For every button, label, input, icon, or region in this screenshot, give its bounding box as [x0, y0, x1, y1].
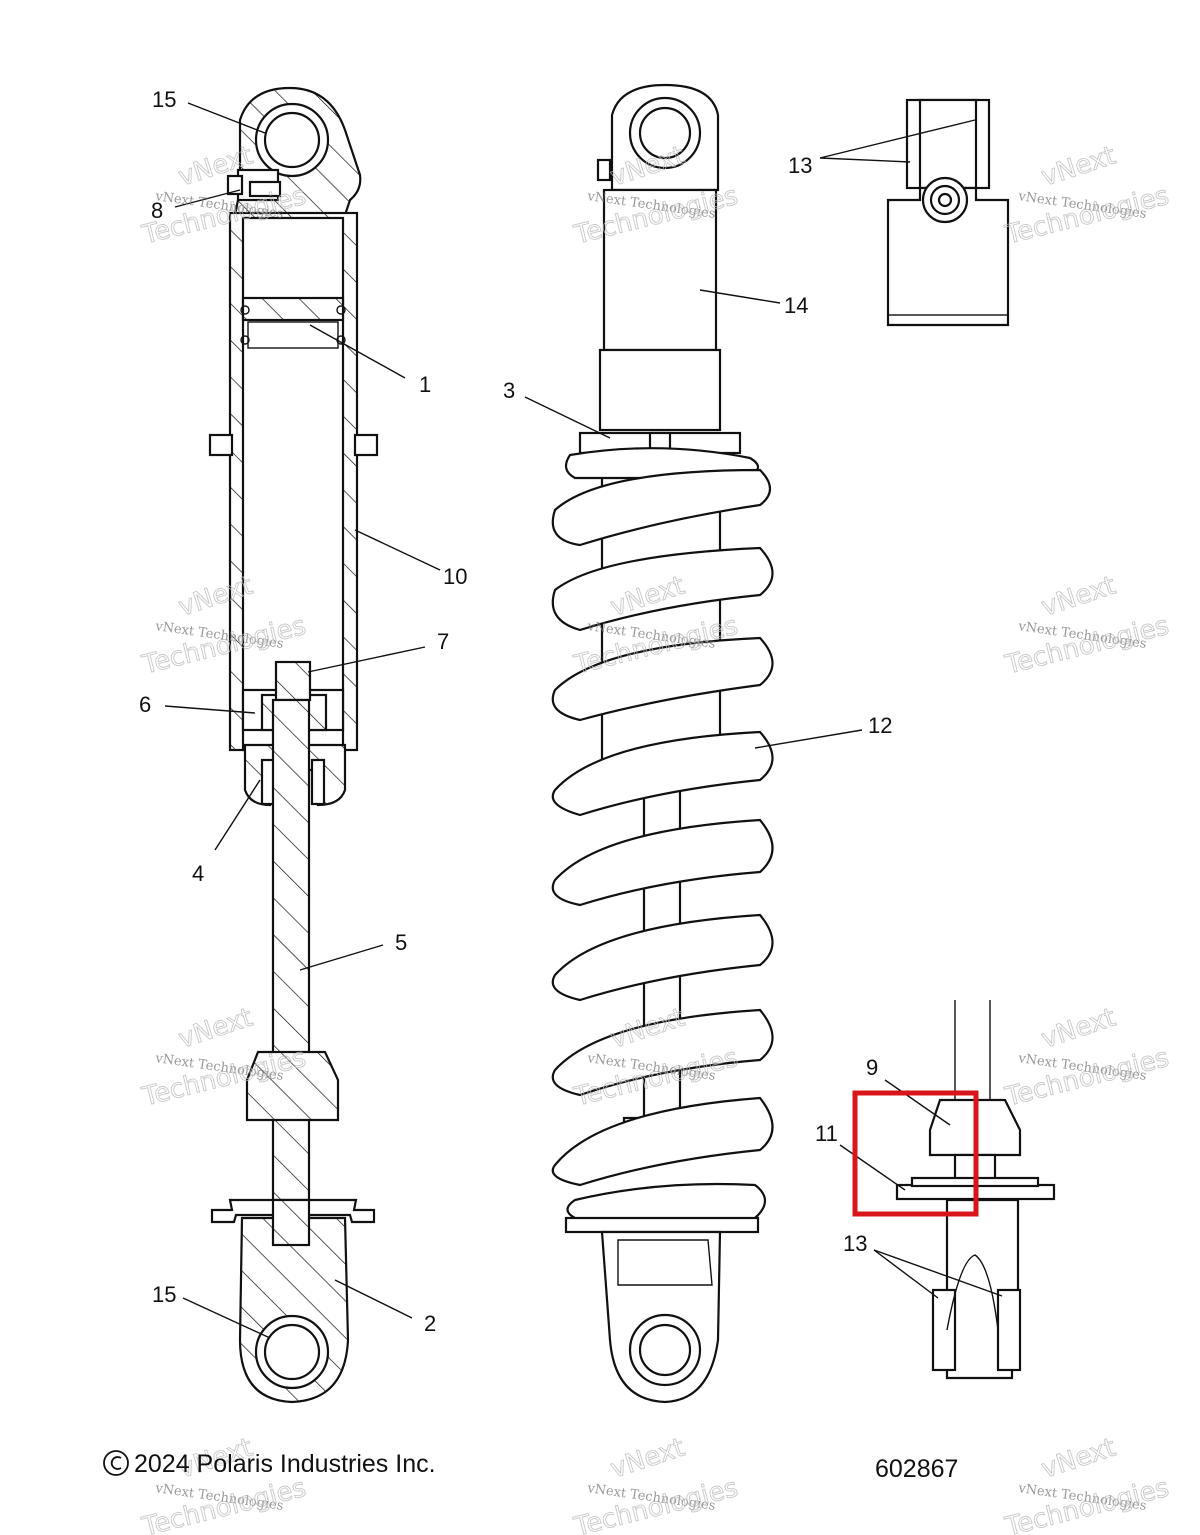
bumper: [245, 1050, 340, 1122]
svg-text:vNext: vNext: [1038, 571, 1120, 623]
callout-14: 14: [784, 293, 808, 318]
callout-12: 12: [868, 713, 892, 738]
footer: 2024 Polaris Industries Inc. 602867: [103, 1450, 958, 1483]
watermark: vNext Technologies vNext Technologies: [570, 1432, 741, 1535]
copyright-text: 2024 Polaris Industries Inc.: [134, 1450, 436, 1478]
svg-text:vNext: vNext: [607, 1433, 689, 1485]
callout-9: 9: [866, 1055, 878, 1080]
copyright-c: [110, 1456, 122, 1470]
leader-lines: [164, 102, 1003, 1339]
callout-10: 10: [443, 564, 467, 589]
callouts: 15 8 1 10 7 6 4 5 15 2 3 14 12 13 9 11 1…: [139, 87, 892, 1336]
watermark: vNext Technologies vNext Technologies: [1001, 140, 1172, 251]
callout-5: 5: [395, 930, 407, 955]
svg-text:vNext: vNext: [1038, 1003, 1120, 1055]
shock-exterior: [551, 83, 774, 1404]
svg-text:vNext: vNext: [1038, 1433, 1120, 1485]
callout-8: 8: [151, 198, 163, 223]
floating-piston: [241, 296, 345, 322]
callout-4: 4: [192, 861, 204, 886]
highlight-box: [852, 1090, 979, 1217]
coil-spring: [551, 447, 774, 1222]
callout-15-top: 15: [152, 87, 176, 112]
copyright-icon: [103, 1450, 129, 1476]
body-exterior: [602, 188, 718, 352]
callout-13-bottom: 13: [843, 1231, 867, 1256]
callout-1: 1: [419, 372, 431, 397]
svg-text:vNext: vNext: [1038, 141, 1120, 193]
watermark: vNext Technologies vNext Technologies: [1001, 570, 1172, 681]
shock-cross-section: [208, 86, 379, 1404]
drawing-number: 602867: [875, 1455, 958, 1483]
callout-11: 11: [815, 1121, 838, 1146]
callout-6: 6: [139, 692, 151, 717]
callout-13-top: 13: [788, 153, 812, 178]
watermark: vNext Technologies vNext Technologies: [138, 1432, 309, 1535]
callout-2: 2: [424, 1311, 436, 1336]
top-mount-detail: [886, 98, 1010, 327]
callout-7: 7: [437, 629, 449, 654]
shaft: [271, 698, 311, 1247]
watermark: vNext Technologies vNext Technologies: [1001, 1002, 1172, 1113]
callout-15-bottom: 15: [152, 1282, 176, 1307]
svg-text:vNext: vNext: [175, 1003, 257, 1055]
watermark: vNext Technologies vNext Technologies: [1001, 1432, 1172, 1535]
valve-assembly: [226, 168, 282, 202]
callout-3: 3: [503, 378, 515, 403]
